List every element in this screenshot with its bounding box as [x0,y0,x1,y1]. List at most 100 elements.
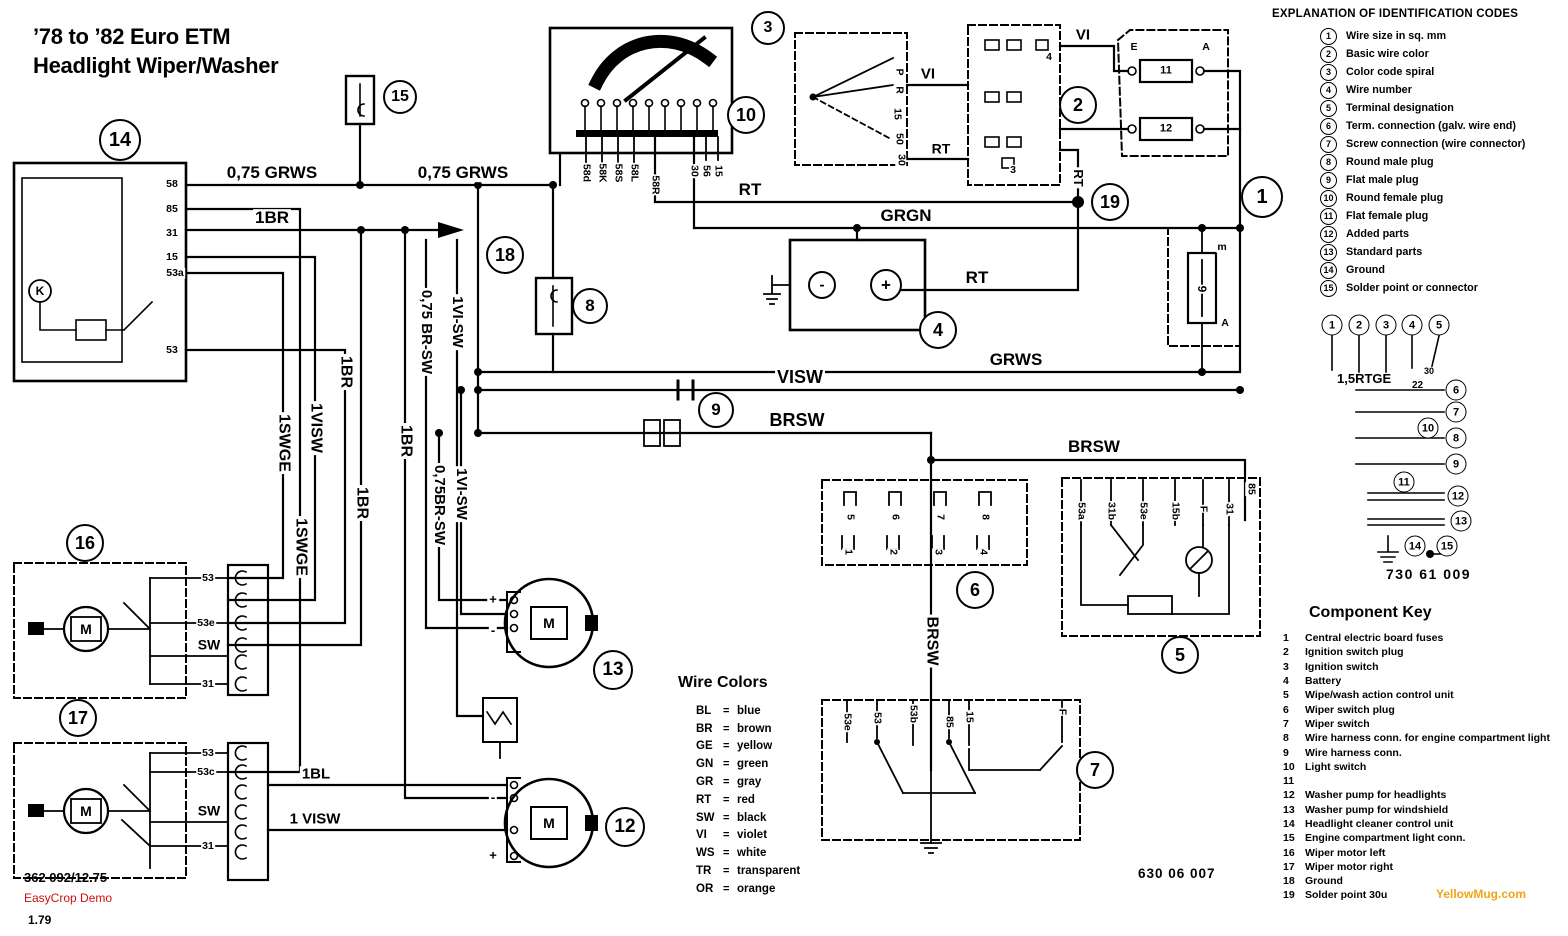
terminal-label: 85 [165,202,179,215]
ref-circle-14: 14 [99,119,141,161]
terminal-label: 1 [842,548,855,556]
component-name: Ignition switch plug [1305,646,1404,659]
wire-label: BRSW [1066,437,1122,457]
terminal-label: 53 [165,343,179,356]
code-text: Round male plug [1346,156,1434,168]
terminal-label: 58L [628,162,641,184]
terminal-label: 8 [979,513,992,521]
terminal-label: 53e [196,616,216,629]
equals-sign: = [723,793,730,806]
terminal-label: 15 [963,710,976,724]
code-number-circle: 15 [1320,279,1337,297]
component-number: 8 [1283,732,1289,745]
wire-color-code: GN [696,758,714,771]
ref-circle-2: 2 [1059,86,1097,124]
wire-label: 0,75 GRWS [224,163,320,183]
wire-color-name: red [737,793,755,806]
ref-circle-17: 17 [59,699,97,737]
terminal-label: A [1220,316,1230,329]
wire-color-item: OR=orange [696,880,800,898]
wire-color-name: blue [737,704,761,717]
wire-label-vertical: 0,75BR-SW [430,462,448,548]
terminal-label: 85 [1245,482,1258,496]
wire-label: + [487,847,499,863]
component-name: Wire harness conn. for engine compartmen… [1305,732,1550,745]
ref-circle-3: 3 [751,11,785,45]
code-number-circle: 6 [1320,117,1337,135]
terminal-label: 56 [700,164,713,178]
terminal-label: 11 [1159,64,1173,77]
component-name: Engine compartment light conn. [1305,832,1466,845]
ref-circle-5: 5 [1161,636,1199,674]
wire-color-item: GE=yellow [696,738,800,756]
terminal-label: M [79,621,93,637]
code-text: Color code spiral [1346,66,1435,78]
terminal-label: 31b [1105,500,1118,522]
watermark: YellowMug.com [1436,887,1527,901]
component-key-item: 8 Wire harness conn. for engine compartme… [1283,731,1565,745]
wire-label-vertical: 1VISW [306,401,325,455]
wire-color-name: green [737,758,769,771]
ref-circle-10: 10 [727,96,765,134]
wire-label: VISW [774,367,826,388]
terminal-label: 9 [1195,284,1209,294]
wire-label: VI [918,65,938,83]
sample-circle-9: 9 [1445,453,1467,475]
code-number-circle: 7 [1320,135,1337,153]
code-text: Round female plug [1346,192,1444,204]
sample-circle-3: 3 [1375,314,1397,336]
terminal-label: M [542,615,556,631]
component-number: 3 [1283,660,1289,673]
sample-circle-10: 10 [1417,417,1439,439]
identification-code-item: 1 Wire size in sq. mm [1320,27,1564,45]
code-number-circle: 2 [1320,45,1337,63]
component-number: 14 [1283,818,1295,830]
wire-color-item: BL=blue [696,702,800,720]
wire-label-vertical: 1VI-SW [448,294,466,350]
terminal-label: m [1216,240,1228,253]
ref-circle-4: 4 [919,311,957,349]
terminal-label: 53e [841,712,854,732]
wire-label-vertical: 1SWGE [291,516,310,578]
wire-label-vertical: BRSW [922,614,941,668]
wire-label: 0,75 GRWS [415,163,511,183]
component-name: Ground [1305,875,1343,888]
component-name: Ignition switch [1305,660,1379,673]
component-name: Wiper switch [1305,717,1370,730]
code-number-circle: 8 [1320,153,1337,171]
component-name: Washer pump for headlights [1305,789,1447,802]
wire-label: + [487,591,499,607]
sample-circle-13: 13 [1450,510,1472,532]
wire-label: 1 VISW [287,810,343,828]
wire-label-vertical: 1VI-SW [452,466,470,522]
ref-circle-19: 19 [1091,183,1129,221]
plate-number: 362 092/12.75 [24,870,108,885]
diagram-title-line2: Headlight Wiper/Washer [33,53,279,78]
wire-label-vertical: 1BR [396,422,415,460]
terminal-label: 58S [612,162,625,184]
terminal-label: F [1197,504,1210,514]
code-number-circle: 12 [1320,225,1337,243]
code-number-circle: 1 [1320,27,1337,45]
terminal-label: 31 [165,226,179,239]
code-text: Wire size in sq. mm [1346,30,1447,42]
sample-circle-15: 15 [1436,535,1458,557]
terminal-label: 58d [580,162,593,184]
sample-circle-4: 4 [1401,314,1423,336]
code-number-circle: 5 [1320,99,1337,117]
equals-sign: = [723,811,730,824]
